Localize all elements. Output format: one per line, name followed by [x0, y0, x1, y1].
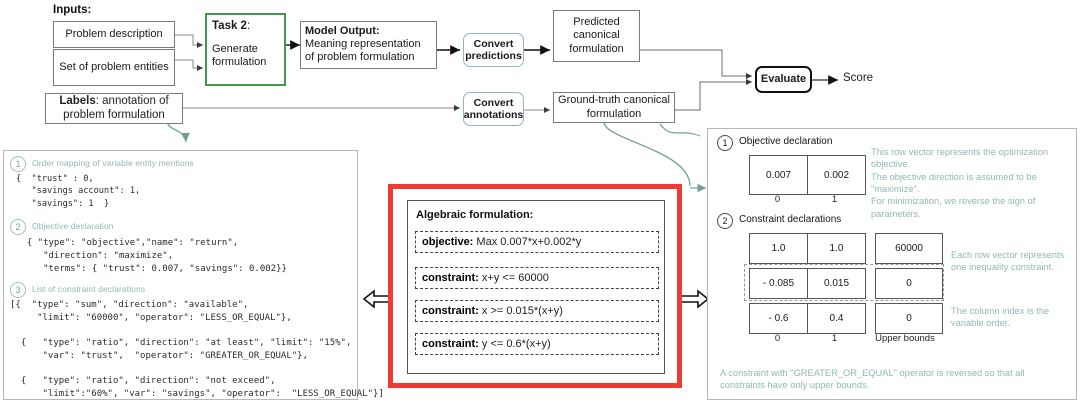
objective-declaration-json: { "type": "objective","name": "return", …	[26, 238, 287, 275]
constraint-matrix-row-2: - 0.6 0.4 0	[749, 303, 943, 334]
task2-body: Generate formulation	[212, 42, 267, 68]
constraint-cell-1-2: 0	[875, 268, 943, 299]
right-section-2-title: Constraint declarations	[739, 214, 842, 225]
left-section-3-header: 3 List of constraint declarations	[10, 282, 145, 298]
score-label: Score	[843, 72, 874, 84]
constraint-json-3: { "type": "ratio", "direction": "not exc…	[20, 376, 384, 400]
constraint-row-3-expr: y <= 0.6*(x+y)	[478, 338, 551, 350]
constraint-row-2: constraint: x >= 0.015*(x+y)	[415, 300, 659, 323]
input-problem-description-label: Problem description	[65, 28, 163, 41]
left-annotation-panel: 1 Order mapping of variable entity menti…	[3, 150, 384, 400]
objective-cell-0: 0.007	[749, 155, 808, 195]
constraint-cell-0-0: 1.0	[749, 233, 808, 264]
algebraic-formulation-box: Algebraic formulation: objective: Max 0.…	[407, 200, 665, 374]
right-canonical-panel: 1 Objective declaration 0.007 0.002 0 1 …	[707, 128, 1077, 400]
constraint-cell-1-0: - 0.085	[749, 268, 808, 299]
left-section-2-title: Objective declaration	[32, 221, 114, 231]
constraint-section-number-icon: 2	[717, 213, 733, 229]
labels-rest: : annotation of problem formulation	[63, 95, 169, 121]
convert-predictions-label: Convert predictions	[465, 37, 522, 62]
predicted-canonical-label: Predicted canonical formulation	[569, 15, 624, 55]
objective-row-label: objective:	[422, 236, 474, 248]
task2-colon: :	[246, 20, 251, 32]
left-section-3-title: List of constraint declarations	[32, 284, 146, 294]
constraint-row-2-expr: x >= 0.015*(x+y)	[478, 305, 563, 317]
evaluate-box: Evaluate	[755, 66, 812, 93]
order-mapping-json: { "trust" : 0, "savings account": 1, "sa…	[16, 174, 141, 209]
highlighted-constraint-row	[744, 264, 944, 301]
constraint-row-3: constraint: y <= 0.6*(x+y)	[415, 333, 659, 356]
input-problem-description: Problem description	[53, 21, 175, 48]
section-number-2-icon: 2	[10, 219, 26, 235]
objective-cell-1: 0.002	[807, 155, 866, 195]
convert-annotations-label: Convert annotations	[463, 96, 524, 121]
constraint-row-2-label: constraint:	[422, 305, 479, 317]
constraint-index-1: 1	[831, 333, 838, 344]
task2-box: Task 2: Generate formulation	[205, 13, 286, 86]
objective-note: This row vector represents the optimizat…	[871, 147, 1049, 219]
constraint-matrix-row-1: - 0.085 0.015 0	[749, 268, 943, 299]
constraint-cell-1-1: 0.015	[807, 268, 866, 299]
input-problem-entities: Set of problem entities	[53, 49, 175, 86]
ground-truth-canonical-label: Ground-truth canonical formulation	[558, 94, 670, 120]
constraint-index-0: 0	[774, 333, 781, 344]
constraint-index-row: 0 1 Upper bounds	[749, 333, 938, 345]
objective-row-expr: Max 0.007*x+0.002*y	[473, 236, 582, 248]
right-section-1-header: 1 Objective declaration	[717, 135, 832, 151]
labels-bold: Labels	[59, 95, 96, 108]
model-output-title: Model Output:	[305, 25, 380, 38]
constraint-index-2: Upper bounds	[875, 333, 935, 344]
objective-row: objective: Max 0.007*x+0.002*y	[415, 231, 659, 254]
right-panel-footer-note: A constraint with "GREATER_OR_EQUAL" ope…	[720, 368, 1025, 391]
section-number-1-icon: 1	[10, 156, 26, 172]
constraint-row-3-label: constraint:	[422, 338, 479, 350]
labels-box: Labels: annotation of problem formulatio…	[45, 93, 183, 124]
constraint-row-1: constraint: x+y <= 60000	[415, 267, 659, 290]
right-section-2-header: 2 Constraint declarations	[717, 213, 841, 229]
predicted-canonical-box: Predicted canonical formulation	[553, 10, 640, 62]
constraint-cell-2-2: 0	[875, 303, 943, 334]
left-section-1-header: 1 Order mapping of variable entity menti…	[10, 156, 194, 172]
left-section-2-header: 2 Objective declaration	[10, 219, 113, 235]
right-section-1-title: Objective declaration	[739, 136, 833, 147]
task2-title: Task 2	[212, 20, 247, 32]
model-output-body: Meaning representation of problem formul…	[305, 38, 421, 64]
objective-vector-row: 0.007 0.002	[749, 155, 866, 195]
constraint-note-1: Each row vector represents one inequalit…	[951, 250, 1065, 273]
constraint-json-2: { "type": "ratio", "direction": "at leas…	[20, 338, 352, 362]
ground-truth-canonical-box: Ground-truth canonical formulation	[553, 92, 675, 123]
left-section-1-title: Order mapping of variable entity mention…	[32, 158, 194, 168]
input-problem-entities-label: Set of problem entities	[59, 61, 169, 74]
objective-index-row: 0 1	[749, 194, 863, 206]
constraint-matrix-row-0: 1.0 1.0 60000	[749, 233, 943, 264]
model-output-box: Model Output: Meaning representation of …	[300, 21, 437, 69]
convert-annotations-button[interactable]: Convert annotations	[463, 92, 524, 126]
constraint-row-1-expr: x+y <= 60000	[478, 272, 549, 284]
constraint-row-1-label: constraint:	[422, 272, 479, 284]
constraint-cell-2-1: 0.4	[807, 303, 866, 334]
inputs-title: Inputs:	[53, 4, 92, 16]
section-number-3-icon: 3	[10, 282, 26, 298]
objective-index-1: 1	[831, 194, 838, 205]
algebraic-formulation-title: Algebraic formulation:	[416, 209, 534, 221]
evaluate-label: Evaluate	[760, 73, 807, 86]
algebraic-formulation-highlight: Algebraic formulation: objective: Max 0.…	[388, 184, 682, 388]
objective-section-number-icon: 1	[717, 135, 733, 151]
objective-index-0: 0	[774, 194, 781, 205]
constraint-json-1: [{ "type": "sum", "direction": "availabl…	[10, 300, 292, 324]
convert-predictions-button[interactable]: Convert predictions	[463, 33, 524, 67]
constraint-cell-2-0: - 0.6	[749, 303, 808, 334]
constraint-cell-0-1: 1.0	[807, 233, 866, 264]
constraint-cell-0-2: 60000	[875, 233, 943, 264]
constraint-note-2: The column index is the variable order.	[951, 306, 1050, 329]
